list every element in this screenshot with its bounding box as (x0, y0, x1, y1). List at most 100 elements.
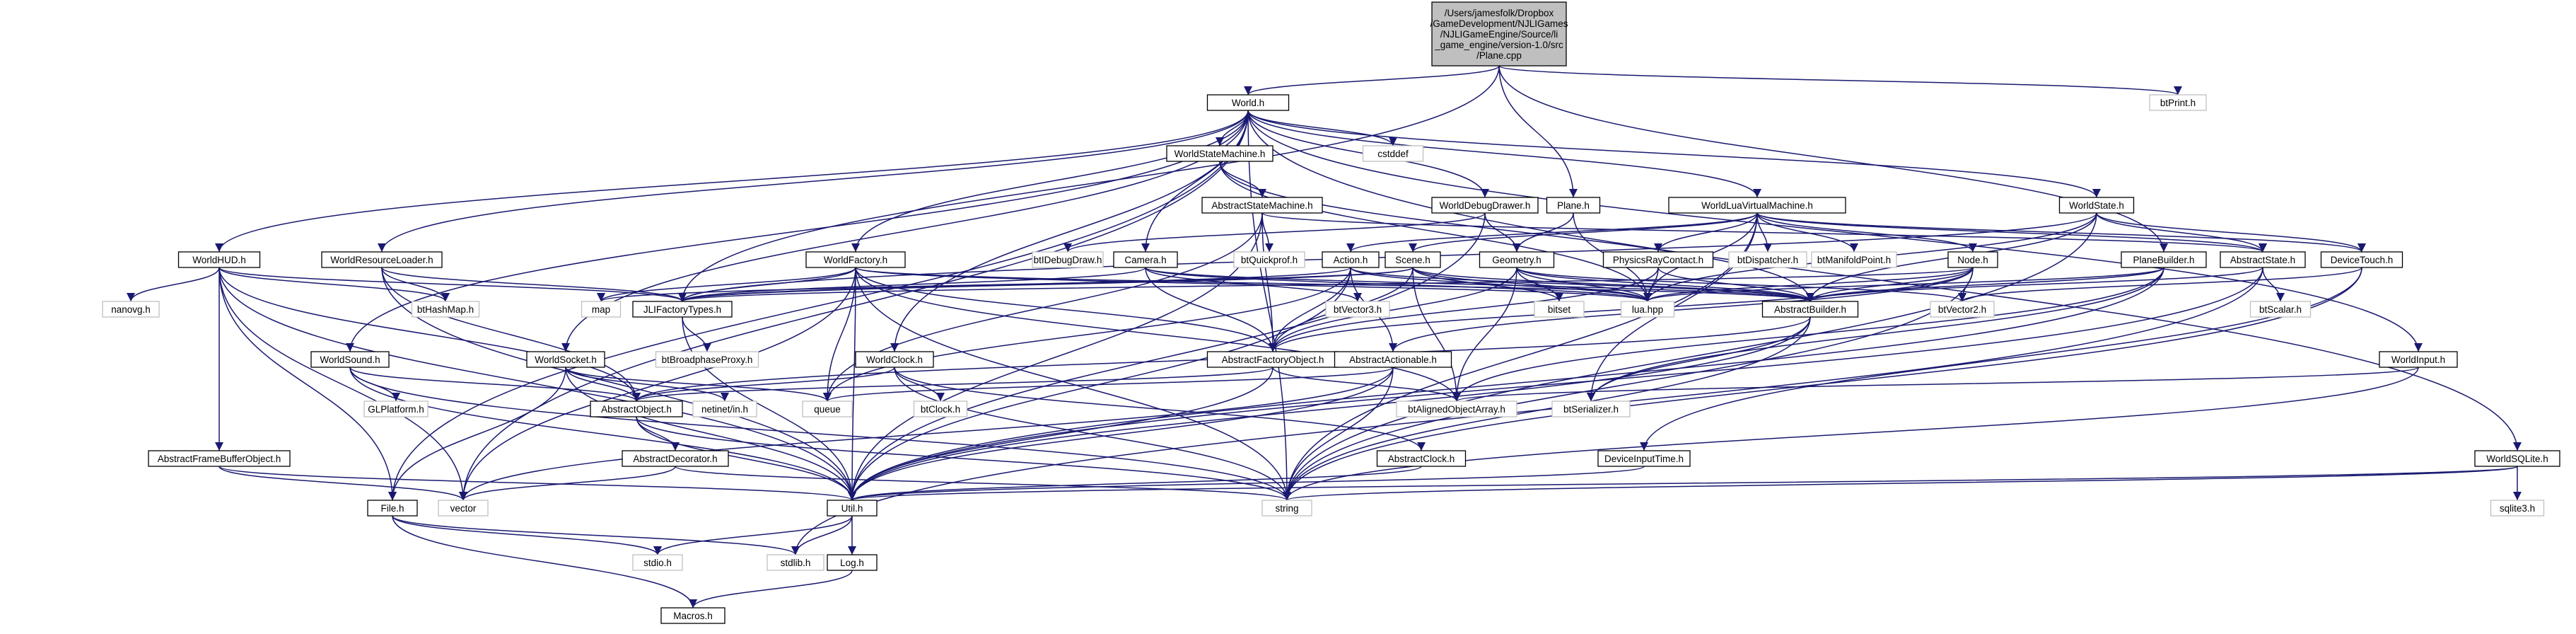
edge-root-to-btprint (1498, 65, 2182, 96)
node-label: btIDebugDraw.h (1034, 255, 1102, 265)
node-label: _game_engine/version-1.0/src (1434, 40, 1563, 50)
node-box (1947, 251, 1998, 268)
node-sqlite3: sqlite3.h (2490, 500, 2545, 517)
node-action[interactable]: Action.h (1322, 251, 1380, 268)
node-physicsraycontact[interactable]: PhysicsRayContact.h (1602, 251, 1714, 268)
edge-scene-to-abstractbuilder (1412, 267, 1814, 302)
node-bitset: bitset (1534, 301, 1585, 318)
edge-worldluavm-to-abstractstate (1756, 212, 2267, 253)
node-jlifactorytypes[interactable]: JLIFactoryTypes.h (632, 301, 733, 318)
edge-worldclock-to-string (894, 367, 1291, 501)
node-worldsound[interactable]: WorldSound.h (310, 351, 390, 368)
node-abstractstate[interactable]: AbstractState.h (2220, 251, 2306, 268)
node-worldinput[interactable]: WorldInput.h (2379, 351, 2458, 368)
node-btvector2: btVector2.h (1930, 301, 1995, 318)
edge-abstractfactoryobject-to-abstractobject (632, 367, 1274, 402)
node-abstractobject[interactable]: AbstractObject.h (590, 400, 683, 417)
node-label: lua.hpp (1632, 304, 1663, 315)
node-worldstatemachine[interactable]: WorldStateMachine.h (1166, 145, 1274, 162)
node-box (1362, 145, 1424, 162)
edge-utilh-to-stdio (653, 515, 853, 555)
edges-layer (127, 65, 2522, 609)
node-utilh[interactable]: Util.h (827, 500, 878, 517)
edge-fileh-to-macros (392, 515, 697, 609)
edge-worldstatemachine-to-abstractbuilder (1219, 161, 1814, 302)
edge-planebuilder-to-luahpp (1643, 267, 2164, 302)
node-planebuilder[interactable]: PlaneBuilder.h (2121, 251, 2207, 268)
node-box (632, 301, 733, 318)
node-box (767, 554, 824, 571)
node-box (1233, 251, 1305, 268)
edge-worlddebugdrawer-to-utilh (848, 212, 1486, 501)
edge-worldluavm-to-scene (1409, 212, 1758, 253)
edge-worldfactory-to-btalignedobjectarray (855, 267, 1461, 402)
node-label: btManifoldPoint.h (1817, 255, 1891, 265)
node-planeh[interactable]: Plane.h (1546, 197, 1601, 214)
node-node[interactable]: Node.h (1947, 251, 1998, 268)
node-box (367, 500, 418, 517)
edge-worlddebugdrawer-to-btidebugdraw (1063, 212, 1486, 253)
node-box (1431, 1, 1567, 67)
node-box (1261, 500, 1312, 517)
node-root[interactable]: /Users/jamesfolk/Dropbox/GameDevelopment… (1430, 1, 1568, 67)
edge-abstractframebufferobject-to-vector (218, 466, 467, 501)
node-label: AbstractFactoryObject.h (1222, 355, 1324, 365)
node-abstractfactoryobject[interactable]: AbstractFactoryObject.h (1206, 351, 1339, 368)
node-worldclock[interactable]: WorldClock.h (855, 351, 934, 368)
edge-worldhud-to-jlifactorytypes (218, 267, 687, 302)
edge-camera-to-abstractbuilder (1145, 267, 1814, 302)
node-label: bitset (1548, 304, 1571, 315)
node-box (2320, 251, 2403, 268)
edge-abstractactionable-to-utilh (848, 367, 1394, 501)
node-label: stdio.h (643, 558, 672, 568)
node-label: File.h (380, 503, 404, 514)
node-abstractdecorator[interactable]: AbstractDecorator.h (622, 450, 729, 467)
node-netinetin: netinet/in.h (692, 400, 757, 417)
node-macros[interactable]: Macros.h (660, 607, 725, 624)
node-abstractframebufferobject[interactable]: AbstractFrameBufferObject.h (148, 450, 291, 467)
node-abstractbuilder[interactable]: AbstractBuilder.h (1761, 301, 1859, 318)
edge-planebuilder-to-abstractbuilder (1806, 267, 2164, 302)
node-box (1761, 301, 1859, 318)
edge-worldfactory-to-jlifactorytypes (678, 267, 856, 302)
node-queue: queue (802, 400, 853, 417)
edge-devicetouch-to-deviceinputtime (1640, 267, 2362, 451)
node-label: JLIFactoryTypes.h (643, 304, 721, 315)
node-box (1396, 400, 1517, 417)
node-abstractactionable[interactable]: AbstractActionable.h (1334, 351, 1452, 368)
node-abstractstatemachine[interactable]: AbstractStateMachine.h (1201, 197, 1323, 214)
node-box (2249, 301, 2312, 318)
node-logh[interactable]: Log.h (827, 554, 878, 571)
node-worldstate[interactable]: WorldState.h (2058, 197, 2135, 214)
node-box (2149, 94, 2207, 111)
edge-planebuilder-to-btserializer (1587, 267, 2164, 402)
node-worldh[interactable]: World.h (1206, 94, 1290, 111)
node-worldhud[interactable]: WorldHUD.h (177, 251, 261, 268)
node-geometry[interactable]: Geometry.h (1479, 251, 1555, 268)
node-abstractclock[interactable]: AbstractClock.h (1376, 450, 1467, 467)
edge-scene-to-bitset (1412, 267, 1563, 302)
node-label: Action.h (1334, 255, 1368, 265)
node-worlddebugdrawer[interactable]: WorldDebugDrawer.h (1431, 197, 1539, 214)
edge-worldresourceloader-to-abstractobject (381, 267, 641, 402)
node-label: GLPlatform.h (368, 404, 424, 415)
node-label: AbstractBuilder.h (1774, 304, 1846, 315)
edge-worldh-to-worldstate (1247, 110, 2101, 198)
node-worldresourceloader[interactable]: WorldResourceLoader.h (321, 251, 443, 268)
node-worldluavm[interactable]: WorldLuaVirtualMachine.h (1668, 197, 1846, 214)
node-devicetouch[interactable]: DeviceTouch.h (2320, 251, 2403, 268)
node-box (827, 554, 878, 571)
node-label: AbstractStateMachine.h (1211, 200, 1312, 211)
node-fileh[interactable]: File.h (367, 500, 418, 517)
node-worldfactory[interactable]: WorldFactory.h (805, 251, 906, 268)
node-string: string (1261, 500, 1312, 517)
node-worldsocket[interactable]: WorldSocket.h (526, 351, 605, 368)
edge-action-to-utilh (848, 267, 1351, 501)
node-label: WorldResourceLoader.h (330, 255, 433, 265)
node-camera[interactable]: Camera.h (1113, 251, 1178, 268)
node-worldsqlite[interactable]: WorldSQLite.h (2474, 450, 2560, 467)
node-box (1811, 251, 1897, 268)
edge-utilh-to-stdlib (791, 515, 853, 555)
node-scene[interactable]: Scene.h (1385, 251, 1441, 268)
node-deviceinputtime[interactable]: DeviceInputTime.h (1597, 450, 1691, 467)
